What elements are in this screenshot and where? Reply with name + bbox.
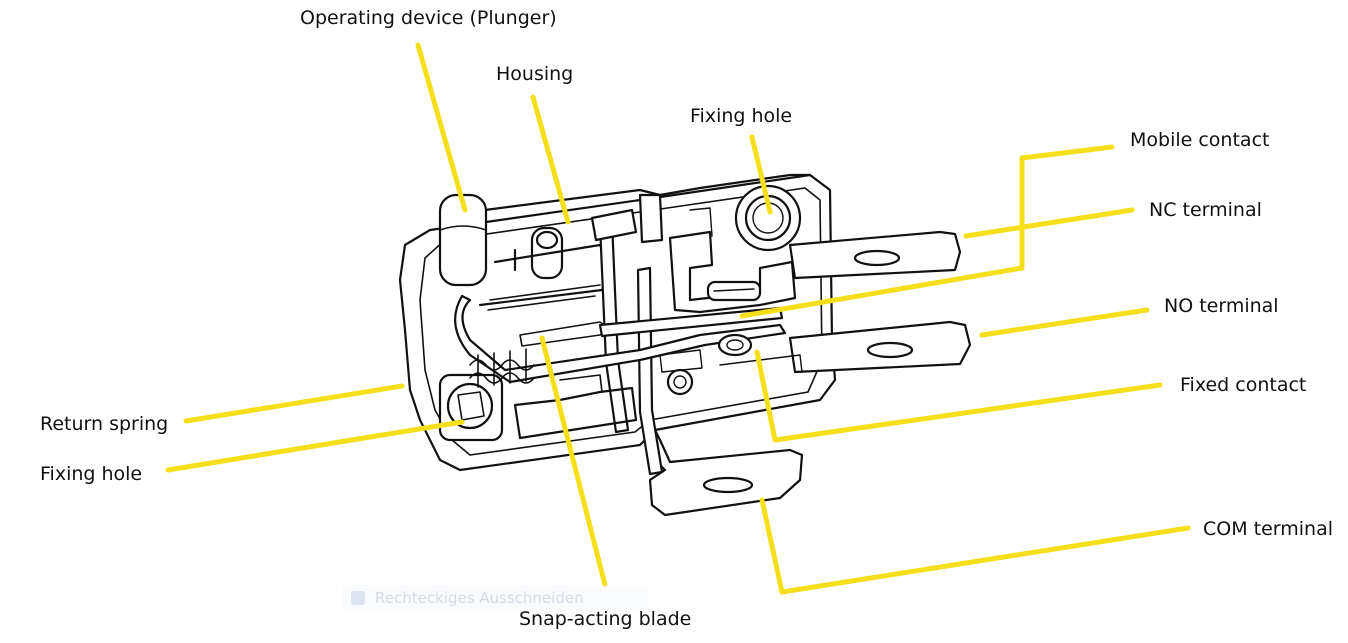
leader-return-spring — [183, 383, 405, 424]
label-return-spring: Return spring — [40, 413, 169, 435]
label-fixed-contact: Fixed contact — [1180, 374, 1307, 396]
microswitch-drawing — [398, 173, 972, 517]
leader-com-terminal — [759, 497, 1191, 595]
leader-fixing-hole-top — [749, 134, 773, 215]
leader-fixed-contact — [754, 349, 1163, 443]
label-com-terminal: COM terminal — [1203, 518, 1334, 540]
label-plunger: Operating device (Plunger) — [300, 7, 557, 29]
label-mobile-contact: Mobile contact — [1130, 129, 1270, 151]
leader-snap-blade — [539, 335, 608, 588]
label-nc-terminal: NC terminal — [1149, 199, 1262, 221]
label-snap-blade: Snap-acting blade — [519, 608, 692, 630]
leader-fixing-hole-left — [165, 419, 465, 473]
label-fixing-hole-top: Fixing hole — [690, 105, 793, 127]
label-no-terminal: NO terminal — [1164, 295, 1279, 317]
leader-plunger — [415, 42, 468, 213]
leader-nc-terminal — [963, 207, 1135, 239]
label-fixing-hole-left: Fixing hole — [40, 463, 143, 485]
leader-housing — [530, 94, 571, 225]
selection-tooltip-text: Rechteckiges Ausschneiden — [375, 589, 584, 607]
leader-lines — [165, 42, 1191, 595]
selection-icon — [351, 591, 365, 605]
leader-mobile-contact — [739, 144, 1115, 319]
leader-no-terminal — [979, 307, 1150, 338]
label-housing: Housing — [496, 63, 574, 85]
selection-tooltip: Rechteckiges Ausschneiden — [343, 585, 648, 611]
